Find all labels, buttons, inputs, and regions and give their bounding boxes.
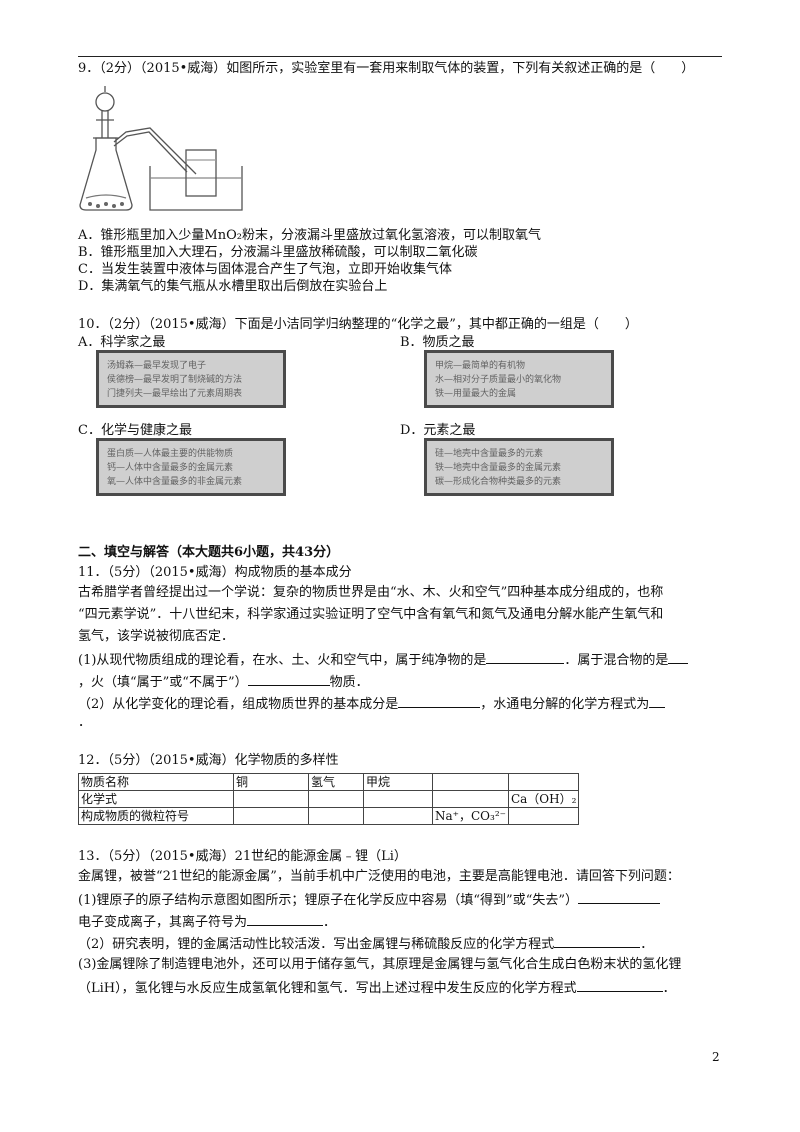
table-cell[interactable] xyxy=(432,790,509,808)
answer-blank[interactable] xyxy=(576,978,663,992)
table-cell: 氢气 xyxy=(308,773,364,791)
q11-sub2-line: （2）从化学变化的理论看，组成物质世界的基本成分是 ，水通电分解的化学方程式为 xyxy=(78,694,666,714)
photo-row: 氧—人体中含量最多的非金属元素 xyxy=(107,477,243,487)
q11-sub1-line: ，火（填“属于”或“不属于”） 物质． xyxy=(78,672,369,692)
q11-sub2-text: （2）从化学变化的理论看，组成物质世界的基本成分是 xyxy=(78,697,399,712)
q10-option-c-photo: 蛋白质—人体最主要的供能物质 钙—人体中含量最多的金属元素 氧—人体中含量最多的… xyxy=(96,438,286,496)
q13-sub3-line: （LiH），氢化锂与水反应生成氢氧化锂和氢气．写出上述过程中发生反应的化学方程式… xyxy=(78,978,676,998)
q13-sub1-text: (1)锂原子的原子结构示意图如图所示；锂原子在化学反应中容易（填“得到”或“失去… xyxy=(78,893,578,908)
q11-paragraph-line: “四元素学说”．十八世纪末，科学家通过实验证明了空气中含有氧气和氮气及通电分解水… xyxy=(78,607,664,622)
photo-row: 钙—人体中含量最多的金属元素 xyxy=(107,463,234,473)
header-rule xyxy=(78,56,722,57)
q11-sub1-line: (1)从现代物质组成的理论看，在水、土、火和空气中，属于纯净物的是 ．属于混合物的… xyxy=(78,650,689,670)
q11-sub1-text: ，火（填“属于”或“不属于”） xyxy=(78,675,248,690)
q13-sub2-line: （2）研究表明，锂的金属活动性比较活泼．写出金属锂与稀硫酸反应的化学方程式 ． xyxy=(78,934,653,954)
table-cell: 甲烷 xyxy=(363,773,433,791)
answer-blank[interactable] xyxy=(649,694,666,708)
table-cell: Na⁺，CO₃²⁻ xyxy=(432,807,509,825)
photo-row: 硅—地壳中含量最多的元素 xyxy=(435,449,544,459)
photo-row: 蛋白质—人体最主要的供能物质 xyxy=(107,449,234,459)
q9-option-a: A．锥形瓶里加入少量MnO₂粉末，分液漏斗里盛放过氧化氢溶液，可以制取氧气 xyxy=(78,228,541,243)
q13-sub1-text: ． xyxy=(323,915,337,930)
q13-intro: 金属锂，被誉“21世纪的能源金属”，当前手机中广泛使用的电池，主要是高能锂电池．… xyxy=(78,869,680,884)
q12-stem: 12．（5分）（2015•威海）化学物质的多样性 xyxy=(78,753,339,768)
photo-row: 侯德榜—最早发明了制烧碱的方法 xyxy=(107,375,243,385)
q9-stem: 9．（2分）（2015•威海）如图所示，实验室里有一套用来制取气体的装置，下列有… xyxy=(78,61,695,76)
table-cell: 构成物质的微粒符号 xyxy=(78,807,234,825)
q9-option-c: C．当发生装置中液体与固体混合产生了气泡，立即开始收集气体 xyxy=(78,262,452,277)
table-cell[interactable] xyxy=(363,790,433,808)
table-cell[interactable] xyxy=(363,807,433,825)
table-row: 化学式 Ca（OH）₂ xyxy=(78,790,580,808)
answer-blank[interactable] xyxy=(398,694,481,708)
table-row: 物质名称 铜 氢气 甲烷 xyxy=(78,773,580,791)
q11-sub2-end: ． xyxy=(78,715,92,730)
q10-option-d-label: D．元素之最 xyxy=(400,423,476,438)
table-cell: 铜 xyxy=(233,773,309,791)
answer-blank[interactable] xyxy=(247,672,330,686)
table-cell[interactable] xyxy=(233,790,309,808)
q11-sub2-text: ，水通电分解的化学方程式为 xyxy=(480,697,650,712)
q13-sub2-text: ． xyxy=(640,937,654,952)
q10-stem: 10．（2分）（2015•威海）下面是小洁同学归纳整理的“化学之最”，其中都正确… xyxy=(78,317,638,332)
q10-option-c-label: C．化学与健康之最 xyxy=(78,423,192,438)
table-cell[interactable] xyxy=(233,807,309,825)
q10-option-d-photo: 硅—地壳中含量最多的元素 铁—地壳中含量最多的金属元素 碳—形成化合物种类最多的… xyxy=(424,438,614,496)
photo-row: 铁—地壳中含量最多的金属元素 xyxy=(435,463,562,473)
q11-sub1-text: (1)从现代物质组成的理论看，在水、土、火和空气中，属于纯净物的是 xyxy=(78,653,487,668)
gas-apparatus-figure xyxy=(79,86,243,211)
q11-stem: 11．（5分）（2015•威海）构成物质的基本成分 xyxy=(78,565,352,580)
photo-row: 门捷列夫—最早绘出了元素周期表 xyxy=(107,389,243,399)
q13-sub3-text: ． xyxy=(662,981,676,996)
photo-row: 铁—用量最大的金属 xyxy=(435,389,517,399)
q11-sub1-text: 物质． xyxy=(329,675,369,690)
table-cell: 物质名称 xyxy=(78,773,234,791)
photo-row: 水—相对分子质量最小的氧化物 xyxy=(435,375,562,385)
answer-blank[interactable] xyxy=(247,912,324,926)
table-cell xyxy=(432,773,509,791)
q13-sub1-line: (1)锂原子的原子结构示意图如图所示；锂原子在化学反应中容易（填“得到”或“失去… xyxy=(78,890,660,910)
answer-blank[interactable] xyxy=(668,650,689,664)
table-cell: 化学式 xyxy=(78,790,234,808)
q12-table: 物质名称 铜 氢气 甲烷 化学式 Ca（OH）₂ 构成物质的微粒符号 Na⁺，C… xyxy=(78,773,580,825)
table-cell[interactable] xyxy=(308,790,364,808)
answer-blank[interactable] xyxy=(486,650,565,664)
q11-sub1-text: ．属于混合物的是 xyxy=(564,653,669,668)
table-cell: Ca（OH）₂ xyxy=(507,790,580,808)
q11-paragraph-line: 氢气，该学说被彻底否定． xyxy=(78,629,235,644)
photo-row: 甲烷—最简单的有机物 xyxy=(435,361,526,371)
section-2-heading: 二、填空与解答（本大题共6小题，共43分） xyxy=(78,545,340,560)
q11-paragraph-line: 古希腊学者曾经提出过一个学说：复杂的物质世界是由“水、木、火和空气”四种基本成分… xyxy=(78,585,664,600)
q13-sub3-line: (3)金属锂除了制造锂电池外，还可以用于储存氢气，其原理是金属锂与氢气化合生成白… xyxy=(78,957,682,972)
q13-sub2-text: （2）研究表明，锂的金属活动性比较活泼．写出金属锂与稀硫酸反应的化学方程式 xyxy=(78,937,555,952)
q10-option-a-photo: 汤姆森—最早发现了电子 侯德榜—最早发明了制烧碱的方法 门捷列夫—最早绘出了元素… xyxy=(96,350,286,408)
table-cell[interactable] xyxy=(308,807,364,825)
q10-option-b-label: B．物质之最 xyxy=(400,335,475,350)
q10-option-b-photo: 甲烷—最简单的有机物 水—相对分子质量最小的氧化物 铁—用量最大的金属 xyxy=(424,350,614,408)
table-cell[interactable] xyxy=(507,807,580,825)
q9-option-b: B．锥形瓶里加入大理石，分液漏斗里盛放稀硫酸，可以制取二氧化碳 xyxy=(78,245,478,260)
q13-sub3-text: （LiH），氢化锂与水反应生成氢氧化锂和氢气．写出上述过程中发生反应的化学方程式 xyxy=(78,981,577,996)
photo-row: 汤姆森—最早发现了电子 xyxy=(107,361,207,371)
q10-option-a-label: A．科学家之最 xyxy=(78,335,166,350)
photo-row: 碳—形成化合物种类最多的元素 xyxy=(435,477,562,487)
table-row: 构成物质的微粒符号 Na⁺，CO₃²⁻ xyxy=(78,807,580,825)
answer-blank[interactable] xyxy=(554,934,641,948)
q9-option-d: D．集满氧气的集气瓶从水槽里取出后倒放在实验台上 xyxy=(78,279,388,294)
q13-stem: 13．（5分）（2015•威海）21世纪的能源金属﹣锂（Li） xyxy=(78,849,407,864)
page-number: 2 xyxy=(712,1050,720,1064)
q13-sub1-text: 电子变成离子，其离子符号为 xyxy=(78,915,248,930)
table-cell xyxy=(507,773,580,791)
q13-sub1-line: 电子变成离子，其离子符号为 ． xyxy=(78,912,336,932)
answer-blank[interactable] xyxy=(578,890,660,904)
